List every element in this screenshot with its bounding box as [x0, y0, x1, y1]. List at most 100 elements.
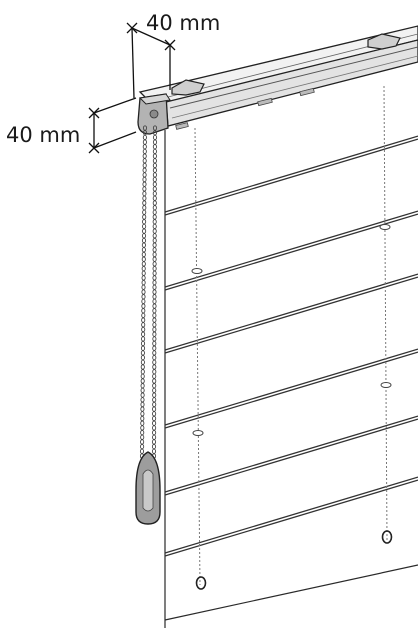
chain-bead: [141, 233, 147, 239]
chain-bead: [142, 223, 147, 230]
chain-bead: [142, 176, 147, 183]
chain-bead: [152, 214, 157, 220]
chain-bead: [152, 148, 157, 155]
fabric-slat-line: [164, 213, 418, 291]
chain-bead: [140, 354, 145, 361]
chain-bead: [152, 331, 157, 337]
chain-bead: [140, 369, 145, 375]
chain-bead: [142, 139, 147, 145]
chain-bead: [152, 209, 157, 215]
top-dimension-cross-left: [126, 22, 138, 34]
chain-bead: [142, 153, 147, 159]
chain-bead: [140, 350, 145, 356]
mounting-brackets: [171, 33, 401, 96]
fabric-slat-line: [164, 479, 418, 557]
chain-bead: [152, 415, 157, 422]
chain-bead: [152, 256, 157, 262]
chain-bead: [152, 200, 157, 206]
chain-bead: [152, 228, 157, 234]
chain-bead: [141, 317, 146, 323]
bracket-left: [171, 79, 205, 96]
chain-bead: [140, 345, 146, 351]
chain-bead: [140, 401, 145, 408]
chain-bead: [152, 237, 157, 244]
chain-bead: [142, 181, 147, 187]
chain-bead: [152, 153, 157, 159]
chain-bead: [152, 233, 157, 239]
fabric-slat-line: [164, 476, 418, 554]
fabric-slat-line: [164, 138, 418, 216]
chain-bead: [152, 420, 157, 426]
chain-bead: [141, 336, 146, 342]
chain-bead: [152, 298, 157, 305]
side-extension-line-bottom: [93, 131, 137, 149]
chain-bead: [142, 186, 147, 192]
chain-bead: [141, 275, 146, 281]
chain-bead: [141, 331, 146, 337]
cord-ring: [380, 382, 392, 388]
chain-bead: [152, 392, 157, 398]
chain-bead: [152, 205, 157, 211]
chain-bead: [152, 190, 157, 197]
chain-bead: [141, 256, 146, 262]
top-dimension-cross-right: [164, 39, 176, 51]
chain-bead: [152, 186, 157, 192]
side-extension-line-top: [93, 97, 137, 114]
chain-bead: [140, 392, 145, 398]
chain-bead: [141, 284, 146, 290]
chain-bead: [152, 247, 157, 253]
fabric-slat-line: [164, 348, 418, 426]
chain-bead: [152, 359, 157, 365]
fabric-bottom-edge: [164, 564, 418, 621]
chain-bead: [142, 209, 147, 215]
chain-bead: [142, 162, 147, 169]
fabric-slat-line: [164, 276, 418, 354]
chain-bead: [142, 228, 147, 234]
side-dimension-cross-top: [88, 107, 100, 119]
chain-bead: [152, 242, 157, 248]
chain-bead: [142, 134, 147, 141]
chain-bead: [141, 247, 146, 253]
chain-bead: [152, 181, 157, 187]
chain-bead: [152, 326, 157, 333]
fabric-slat-line: [164, 273, 418, 351]
chain-bead: [152, 162, 157, 169]
chain-bead: [152, 312, 157, 319]
chain-bead: [152, 144, 157, 150]
chain-bead: [142, 190, 147, 197]
chain-bead: [142, 219, 147, 225]
chain-bead: [141, 312, 146, 319]
chain-bead: [141, 242, 146, 248]
lift-cord-left: [194, 127, 201, 586]
chain-bead: [139, 448, 145, 454]
chain-bead: [152, 303, 157, 309]
chain-bead: [152, 373, 157, 379]
chain-bead: [141, 265, 146, 272]
fabric-slat-line: [164, 210, 418, 288]
chain-bead: [152, 270, 157, 276]
chain-bead: [152, 167, 157, 173]
cord-rings: [191, 224, 392, 436]
chain-bead: [141, 289, 146, 295]
cord-ring: [191, 268, 203, 274]
lift-cord-right: [383, 85, 388, 541]
chain-bead: [152, 134, 158, 141]
fabric-slats: [164, 135, 418, 557]
chain-bead: [151, 439, 157, 445]
chain-bead: [140, 415, 145, 422]
chain-bead: [152, 429, 157, 436]
chain-bead: [152, 350, 157, 356]
end-cap: [137, 93, 171, 135]
chain-weight-handle: [135, 451, 161, 525]
chain-bead: [140, 406, 145, 412]
lift-cords: [194, 85, 388, 586]
chain-bead: [142, 144, 147, 150]
chain-bead: [141, 270, 146, 276]
chain-bead: [141, 261, 146, 267]
side-dimension-label: 40 mm: [6, 123, 80, 147]
chain-bead: [152, 172, 157, 178]
chain-bead: [152, 345, 157, 351]
chain-bead: [140, 397, 145, 403]
